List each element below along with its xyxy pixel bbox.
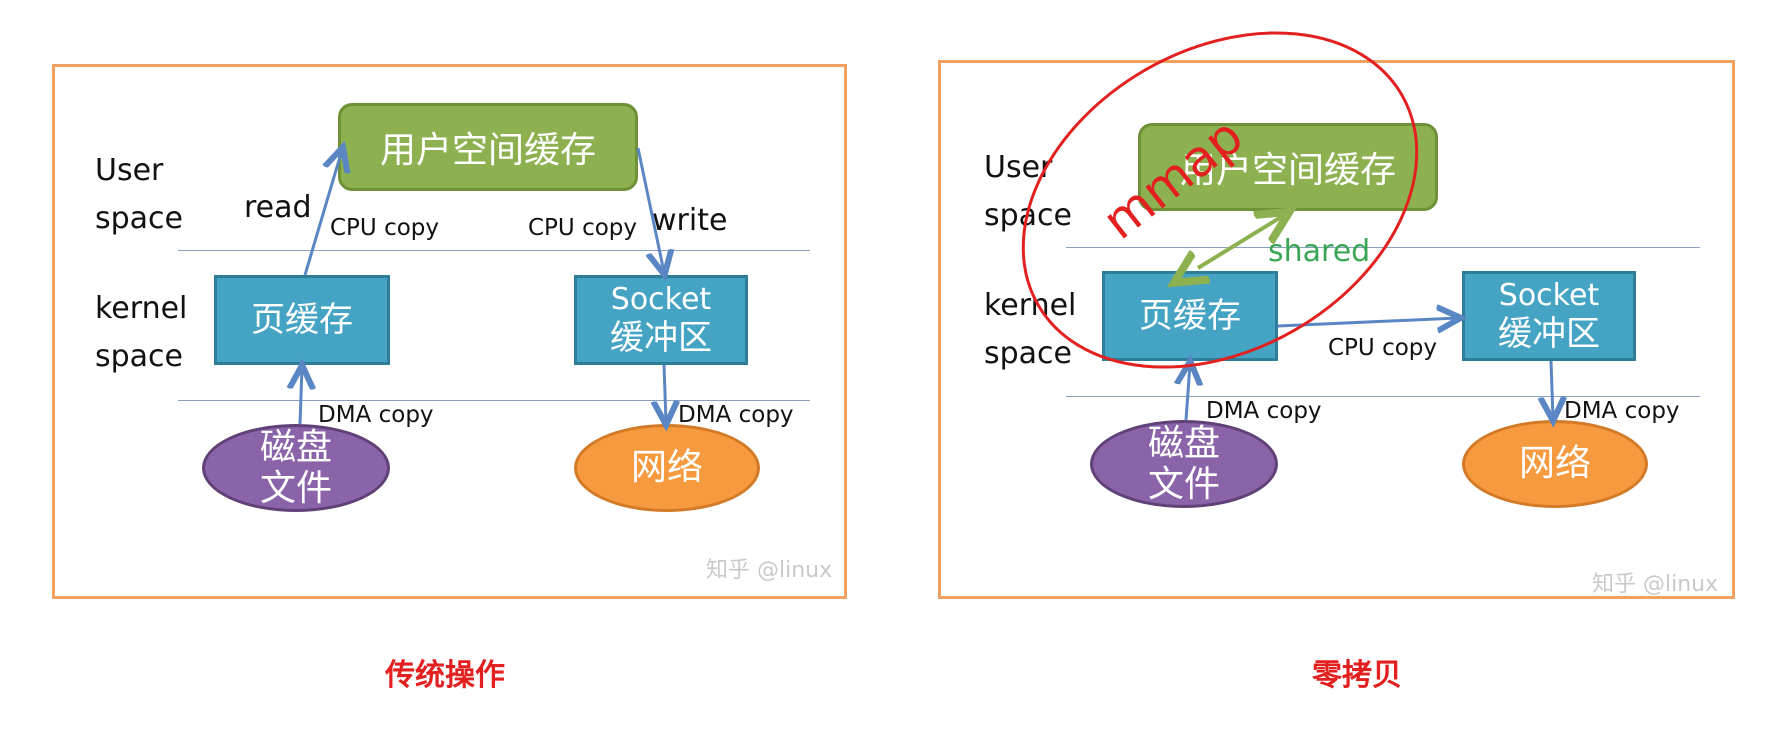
dma-copy-disk-label: DMA copy: [1206, 398, 1322, 424]
cpu-copy-label: CPU copy: [1328, 335, 1438, 361]
zero-copy-caption: 零拷贝: [1312, 658, 1402, 693]
write-label: write: [652, 203, 728, 238]
cpu-copy-read-label: CPU copy: [330, 215, 440, 241]
read-arrow: [303, 150, 342, 276]
file-label: 文件: [259, 468, 332, 509]
cpu-copy-arrow: [1277, 318, 1458, 326]
kernel-space-label: space: [95, 339, 184, 374]
read-label: read: [244, 190, 312, 225]
user-kernel-divider: [1066, 247, 1700, 248]
kernel-hardware-divider: [178, 400, 810, 401]
dma-disk-arrow: [1186, 364, 1190, 421]
watermark: 知乎 @linux: [706, 558, 833, 583]
traditional-caption: 传统操作: [385, 658, 505, 693]
kernel-space-label: space: [984, 336, 1073, 371]
disk-label: 磁盘: [259, 426, 332, 468]
watermark: 知乎 @linux: [1592, 572, 1719, 597]
buffer-label: 缓冲区: [610, 317, 712, 358]
disk-file-ellipse: 磁盘 文件: [1090, 420, 1278, 508]
kernel-label: kernel: [984, 288, 1077, 323]
dma-copy-network-label: DMA copy: [678, 402, 794, 428]
page-cache-box: 页缓存: [214, 275, 390, 365]
buffer-label: 缓冲区: [1498, 313, 1600, 354]
dma-disk-arrow: [300, 368, 302, 425]
mmap-circle: [1021, 31, 1419, 369]
write-arrow: [636, 147, 664, 272]
disk-file-ellipse: 磁盘 文件: [202, 424, 390, 512]
user-kernel-divider: [178, 250, 810, 251]
dma-network-arrow: [664, 364, 666, 422]
network-ellipse: 网络: [1462, 420, 1648, 508]
disk-label: 磁盘: [1147, 422, 1220, 464]
socket-buffer-box: Socket 缓冲区: [574, 275, 748, 365]
dma-copy-disk-label: DMA copy: [318, 402, 434, 428]
socket-label: Socket: [1498, 277, 1600, 313]
dma-network-arrow: [1551, 360, 1553, 418]
socket-label: Socket: [610, 281, 712, 317]
dma-copy-network-label: DMA copy: [1564, 398, 1680, 424]
user-label: User: [95, 153, 164, 188]
file-label: 文件: [1147, 464, 1220, 505]
user-space-label: space: [95, 201, 184, 236]
cpu-copy-write-label: CPU copy: [528, 215, 638, 241]
shared-arrow: [1198, 214, 1286, 268]
kernel-hardware-divider: [1066, 396, 1700, 397]
kernel-label: kernel: [95, 291, 188, 326]
user-space-cache-box: 用户空间缓存: [338, 103, 638, 191]
